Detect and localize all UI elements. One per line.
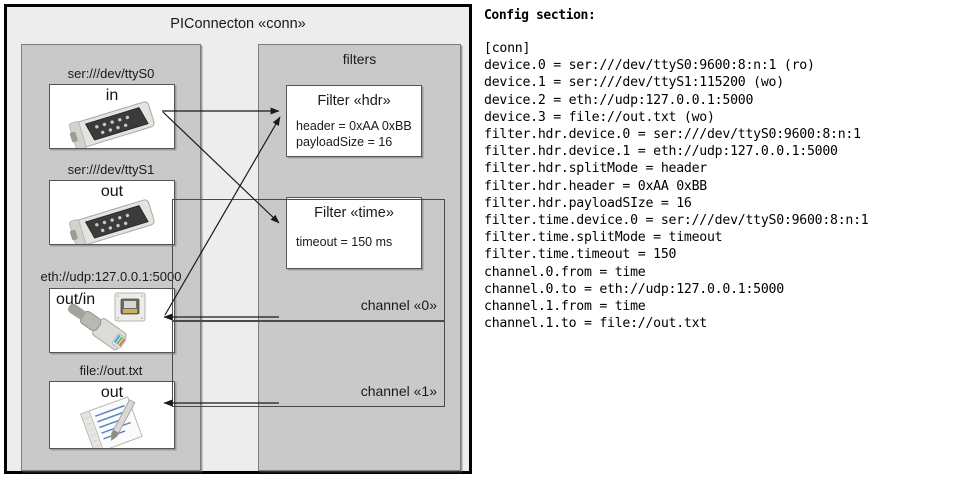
device-box-ttys0[interactable]: in xyxy=(49,84,175,149)
device-box-file[interactable]: out xyxy=(49,381,175,449)
diagram-title: PIConnecton «conn» xyxy=(170,16,306,32)
device-direction-file: out xyxy=(100,384,124,401)
text-file-icon xyxy=(50,382,174,448)
config-section-heading: Config section: xyxy=(484,8,596,23)
device-label-file: file://out.txt xyxy=(79,363,143,378)
device-direction-eth: out/in xyxy=(56,291,96,308)
filter-time-attr-timeout: timeout = 150 ms xyxy=(296,235,393,249)
filter-hdr-title: Filter «hdr» xyxy=(317,93,391,109)
device-box-ttys1[interactable]: out xyxy=(49,180,175,245)
channel-1-label: channel «1» xyxy=(360,383,437,399)
filters-panel-title: filters xyxy=(342,51,377,67)
config-section-text: [conn] device.0 = ser:///dev/ttyS0:9600:… xyxy=(484,41,869,332)
device-label-eth: eth://udp:127.0.0.1:5000 xyxy=(40,269,182,284)
device-box-eth[interactable]: out/in xyxy=(49,288,175,353)
filter-hdr-attr-header: header = 0xAA 0xBB xyxy=(296,119,412,133)
filter-box-hdr[interactable]: Filter «hdr» header = 0xAA 0xBB payloadS… xyxy=(286,85,422,157)
filter-time-title: Filter «time» xyxy=(314,205,394,221)
device-label-ttys0: ser:///dev/ttyS0 xyxy=(67,66,155,81)
filter-box-time[interactable]: Filter «time» timeout = 150 ms xyxy=(286,197,422,269)
filter-hdr-attr-payloadsize: payloadSize = 16 xyxy=(296,135,393,149)
device-label-ttys1: ser:///dev/ttyS1 xyxy=(67,162,155,177)
device-direction-ttys0: in xyxy=(105,87,119,104)
config-section: Config section: [conn] device.0 = ser://… xyxy=(482,0,964,484)
filters-panel: filters Filter «hdr» header = 0xAA 0xBB … xyxy=(258,44,461,471)
serial-port-icon xyxy=(50,181,174,244)
serial-port-icon xyxy=(50,85,174,148)
piconnector-diagram: PIConnecton «conn» ser:///dev/ttyS0 in xyxy=(4,4,472,474)
ethernet-jack-icon xyxy=(50,289,174,352)
device-direction-ttys1: out xyxy=(100,183,124,200)
channel-frame-1 xyxy=(172,321,445,407)
channel-0-label: channel «0» xyxy=(360,297,437,313)
